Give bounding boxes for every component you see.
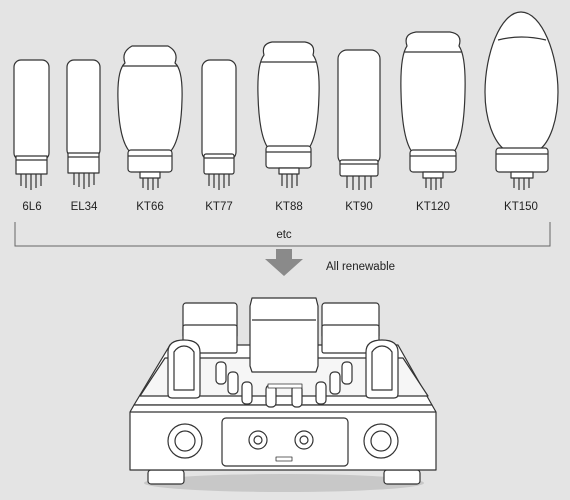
tube-kt150 xyxy=(484,11,559,190)
tube-kt66 xyxy=(117,45,183,190)
arrow-label: All renewable xyxy=(326,261,395,273)
tube-label: KT77 xyxy=(205,201,233,213)
tube-label: KT88 xyxy=(275,201,303,213)
tube-kt120 xyxy=(400,31,466,190)
tube-label: KT66 xyxy=(136,201,164,213)
tube-label: EL34 xyxy=(71,201,98,213)
tube-6l6 xyxy=(13,59,50,190)
tube-kt90 xyxy=(337,49,381,190)
tube-kt77 xyxy=(201,59,237,190)
bracket-label: etc xyxy=(276,229,292,241)
tube-label: KT150 xyxy=(504,201,538,213)
grouping-bracket xyxy=(14,222,551,247)
tube-label: KT120 xyxy=(416,201,450,213)
tube-kt88 xyxy=(257,41,320,188)
tube-label: KT90 xyxy=(345,201,373,213)
tube-el34 xyxy=(66,59,101,189)
down-arrow-icon xyxy=(265,249,303,276)
tube-label: 6L6 xyxy=(22,201,41,213)
tube-amplifier-illustration xyxy=(129,297,437,492)
